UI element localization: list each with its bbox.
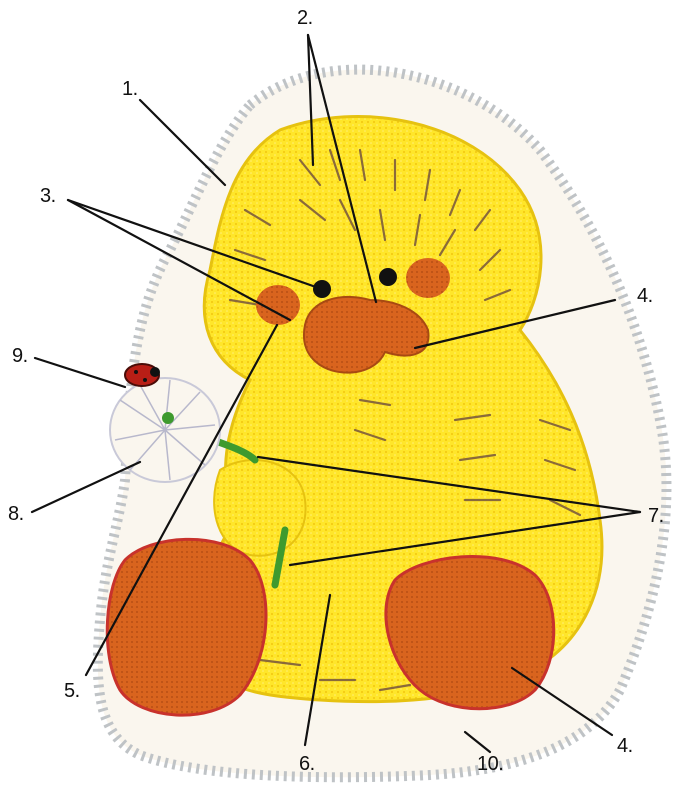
label-5: 5. [64, 680, 80, 702]
label-6: 6. [299, 753, 315, 775]
label-3: 3. [40, 185, 56, 207]
label-8: 8. [8, 503, 24, 525]
duck-arm [214, 460, 305, 556]
left-foot [107, 539, 266, 715]
label-9: 9. [12, 345, 28, 367]
right-eye [379, 268, 397, 286]
label-7: 7. [648, 505, 664, 527]
label-10: 10. [477, 753, 503, 775]
right-cheek [406, 258, 450, 298]
label-2: 2. [297, 7, 313, 29]
label-4-top: 4. [637, 285, 653, 307]
label-1: 1. [122, 78, 138, 100]
label-4-bottom: 4. [617, 735, 633, 757]
left-eye [313, 280, 331, 298]
flower [110, 378, 220, 482]
ladybug [125, 364, 160, 386]
